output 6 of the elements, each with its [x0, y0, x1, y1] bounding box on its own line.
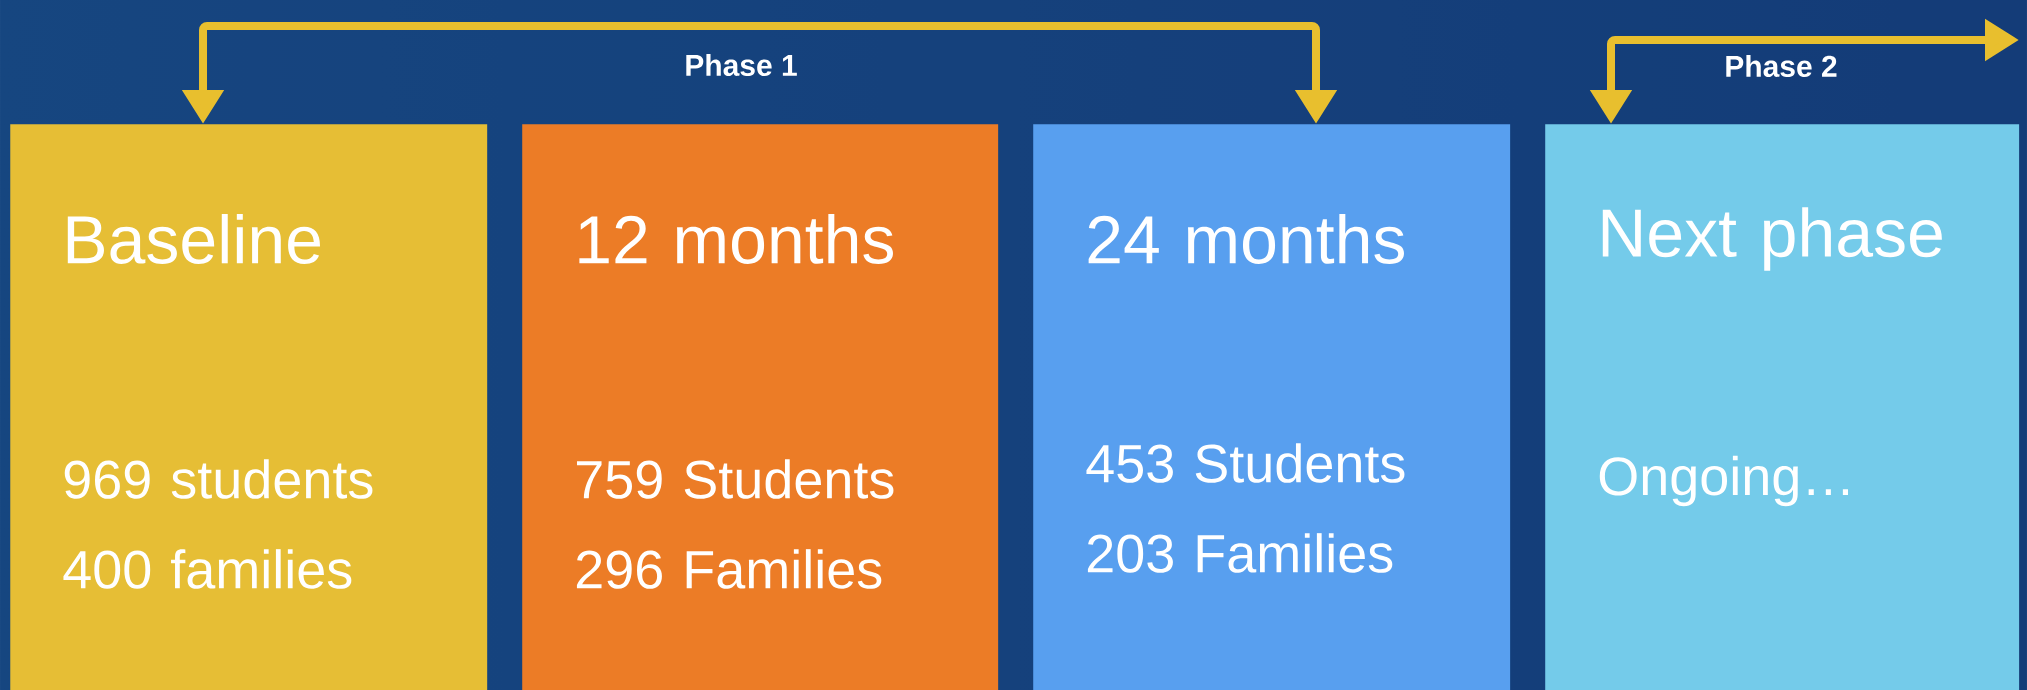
- edge-label: Phase 2: [1726, 54, 1837, 77]
- timeline-box: Next phase Ongoing…: [1545, 124, 2020, 690]
- timeline-box: 24 months 453 Students 203 Families: [1033, 124, 1511, 690]
- timeline-box: 12 months 759 Students 296 Families: [522, 124, 999, 690]
- edge-label: Phase 1: [686, 53, 797, 76]
- timeline-box: Baseline 969 students 400 families: [10, 124, 488, 690]
